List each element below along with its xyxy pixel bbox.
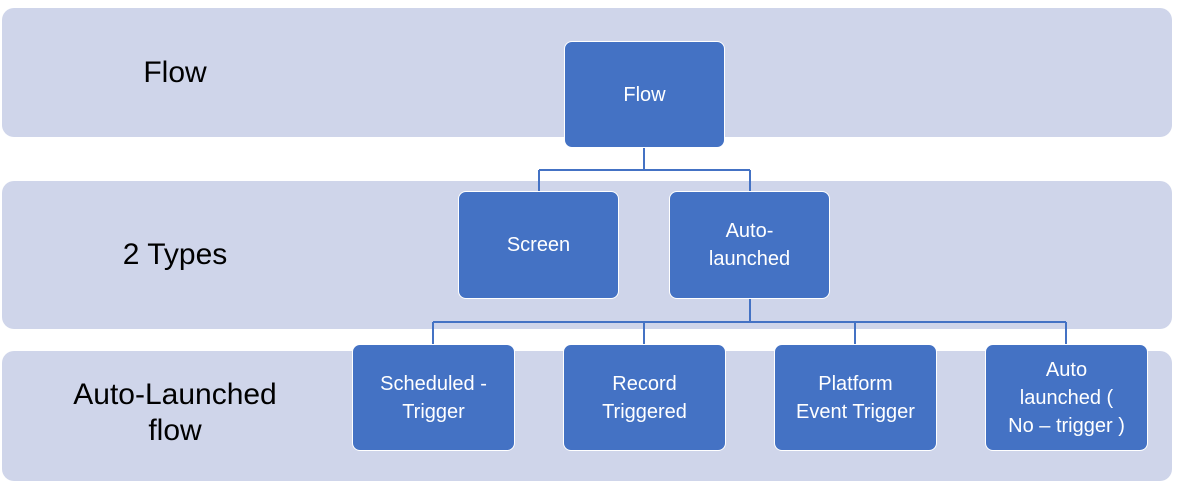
node-record-triggered: Record Triggered (563, 344, 726, 451)
node-auto-launched-no-trigger: Auto launched ( No – trigger ) (985, 344, 1148, 451)
node-auto-launched: Auto- launched (669, 191, 830, 299)
row-label-flow: Flow (143, 56, 207, 89)
node-scheduled-trigger: Scheduled - Trigger (352, 344, 515, 451)
node-screen: Screen (458, 191, 619, 299)
node-flow: Flow (564, 41, 725, 148)
row-label-auto-launched: Auto-Launched flow (73, 378, 277, 447)
node-platform-event-trigger: Platform Event Trigger (774, 344, 937, 451)
row-label-types: 2 Types (122, 238, 228, 271)
